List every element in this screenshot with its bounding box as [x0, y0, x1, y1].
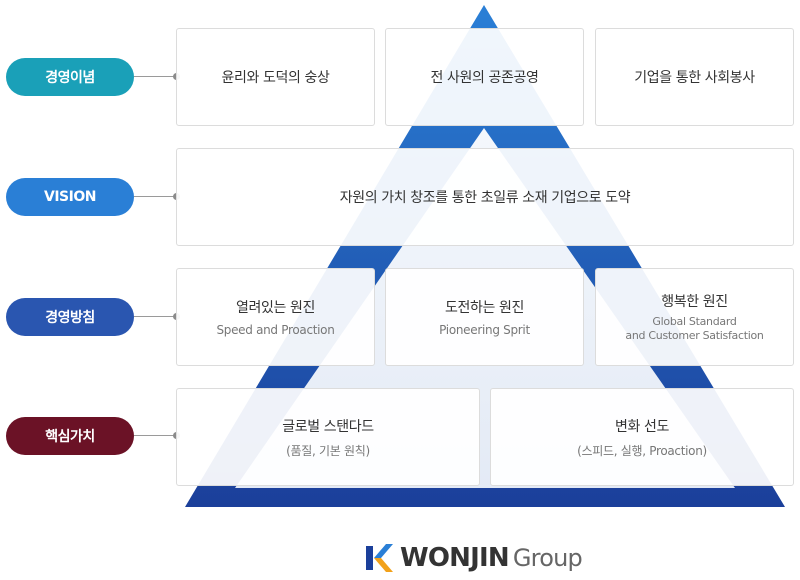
connector-core-values [134, 432, 180, 439]
logo-brand-text: WONJIN [400, 543, 510, 573]
vision-box: 자원의 가치 창조를 통한 초일류 소재 기업으로 도약 [176, 148, 794, 246]
label-core-values: 핵심가치 [6, 417, 134, 455]
core-box-1: 글로벌 스탠다드 (품질, 기본 원칙) [176, 388, 480, 486]
policy-item-3-subtitle-line-2: and Customer Satisfaction [625, 329, 764, 342]
label-philosophy: 경영이념 [6, 58, 134, 96]
policy-box-1: 열려있는 원진 Speed and Proaction [176, 268, 375, 366]
connector-philosophy [134, 73, 180, 80]
vision-text: 자원의 가치 창조를 통한 초일류 소재 기업으로 도약 [339, 190, 631, 206]
policy-item-3-subtitle: Global Standard and Customer Satisfactio… [625, 315, 763, 343]
policy-box-2: 도전하는 원진 Pioneering Sprit [385, 268, 584, 366]
policy-box-3: 행복한 원진 Global Standard and Customer Sati… [595, 268, 794, 366]
policy-item-2-title: 도전하는 원진 [445, 300, 524, 316]
core-item-1-subtitle: (품질, 기본 원칙) [286, 443, 370, 458]
policy-item-3-title: 행복한 원진 [661, 294, 728, 310]
core-item-2-title: 변화 선도 [615, 418, 669, 435]
core-item-2-subtitle: (스피드, 실행, Proaction) [577, 443, 707, 458]
wonjin-logo-mark-icon [366, 544, 393, 572]
core-box-2: 변화 선도 (스피드, 실행, Proaction) [490, 388, 794, 486]
label-vision: VISION [6, 178, 134, 216]
philosophy-box-2: 전 사원의 공존공영 [385, 28, 584, 126]
connector-policy [134, 313, 180, 320]
policy-item-2-subtitle: Pioneering Sprit [439, 323, 530, 337]
policy-item-1-title: 열려있는 원진 [236, 300, 315, 316]
policy-item-3-subtitle-line-1: Global Standard [652, 315, 737, 328]
philosophy-box-1: 윤리와 도덕의 숭상 [176, 28, 375, 126]
philosophy-item-1: 윤리와 도덕의 숭상 [221, 70, 330, 86]
wonjin-group-logo: WONJIN Group [364, 538, 583, 578]
core-item-1-title: 글로벌 스탠다드 [282, 418, 374, 435]
policy-item-1-subtitle: Speed and Proaction [216, 323, 335, 337]
connector-vision [134, 193, 180, 200]
logo-group-text: Group [512, 544, 583, 572]
philosophy-item-3: 기업을 통한 사회봉사 [634, 70, 755, 86]
philosophy-box-3: 기업을 통한 사회봉사 [595, 28, 794, 126]
label-policy: 경영방침 [6, 298, 134, 336]
philosophy-item-2: 전 사원의 공존공영 [430, 70, 539, 86]
